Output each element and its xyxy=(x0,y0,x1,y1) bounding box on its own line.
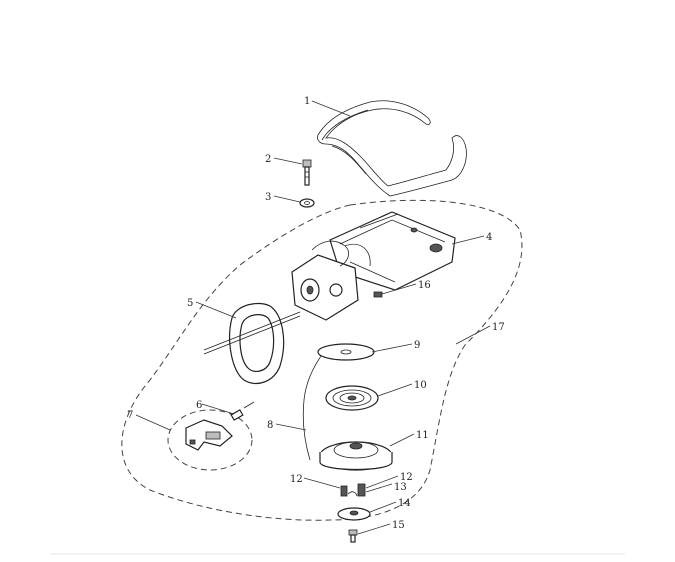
washer-part-3 xyxy=(299,198,315,208)
engine-housing xyxy=(291,240,371,321)
mounting-plate-part-4 xyxy=(329,211,456,291)
callout-3: 3 xyxy=(265,192,271,203)
callout-5: 5 xyxy=(187,298,193,309)
callout-2: 2 xyxy=(265,154,271,165)
callout-17: 17 xyxy=(492,322,505,333)
ratchet-plate-part-14 xyxy=(337,507,371,521)
screw-part-15 xyxy=(348,529,358,543)
callout-1: 1 xyxy=(304,96,310,107)
callout-11: 11 xyxy=(416,430,429,441)
pawl-parts-12-13 xyxy=(340,483,366,497)
callout-6: 6 xyxy=(196,400,202,411)
assembly-outline-7 xyxy=(167,409,253,471)
callout-16: 16 xyxy=(418,280,431,291)
recoil-spring-part-10 xyxy=(325,385,379,411)
callout-8: 8 xyxy=(267,420,273,431)
callout-labels: 1 2 3 4 5 6 7 8 9 10 11 12 12 13 14 15 1… xyxy=(127,96,505,531)
callout-12-left: 12 xyxy=(290,474,303,485)
handle-bracket-part-1 xyxy=(317,100,467,197)
callout-13: 13 xyxy=(394,482,407,493)
clip-part-16 xyxy=(373,291,383,298)
callout-7: 7 xyxy=(127,410,133,421)
rope-pulley-part-11 xyxy=(319,441,393,471)
callout-10: 10 xyxy=(414,380,427,391)
fitting-part-6 xyxy=(230,401,255,421)
callout-4: 4 xyxy=(486,232,492,243)
starter-rope-part-8 xyxy=(302,344,331,461)
assembly-outline-17 xyxy=(121,199,523,521)
callout-15: 15 xyxy=(392,520,405,531)
callout-9: 9 xyxy=(414,340,420,351)
leader-lines xyxy=(135,100,491,535)
gasket-part-5 xyxy=(203,302,301,385)
fuel-valve-part-7 xyxy=(185,419,233,451)
callout-12-right: 12 xyxy=(400,472,413,483)
callout-14: 14 xyxy=(398,498,411,509)
disc-part-9 xyxy=(317,343,375,361)
bolt-part-2 xyxy=(302,159,312,186)
